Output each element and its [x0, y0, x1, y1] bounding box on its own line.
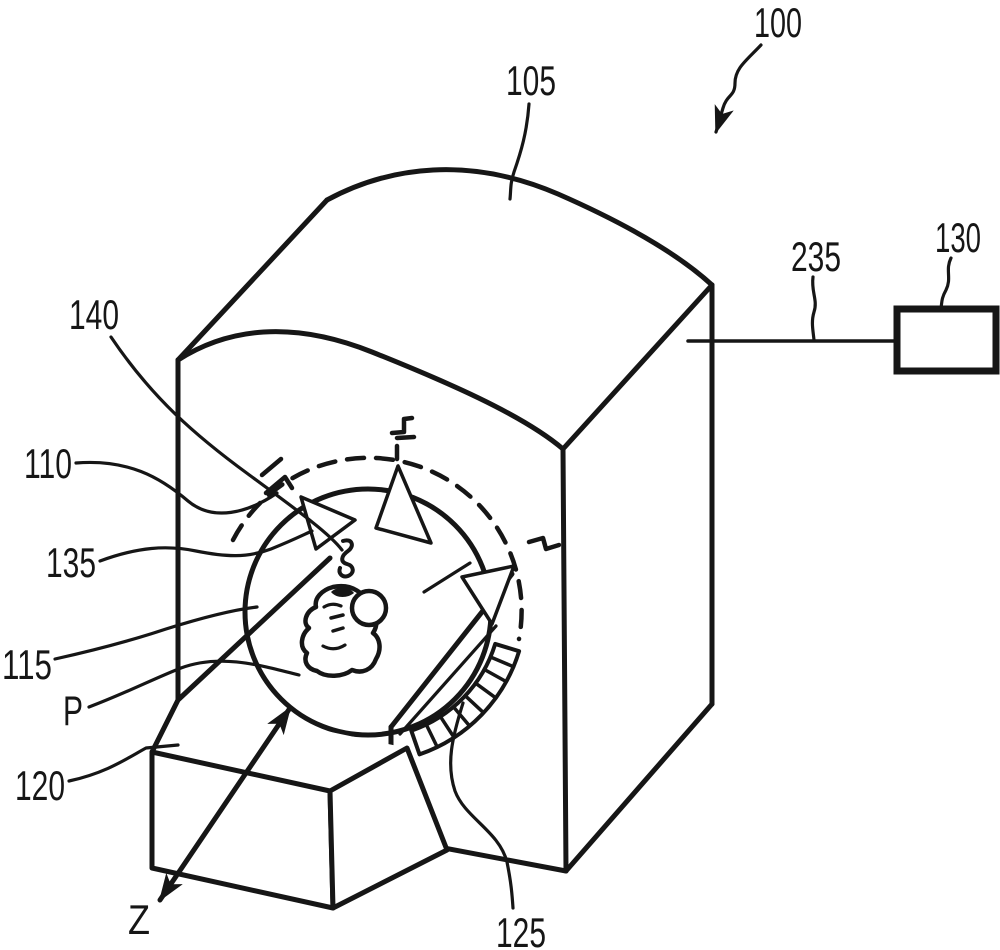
leader-P: [87, 659, 301, 709]
label-110: 110: [24, 440, 72, 487]
table-right-edge-inner: [398, 624, 498, 736]
z-axis-arrow: [157, 705, 293, 903]
gantry-housing: [175, 167, 715, 874]
head-mouth: [321, 643, 347, 651]
label-100: 100: [754, 0, 802, 46]
support-right-face: [327, 745, 450, 911]
reference-labels: 100 105 235 130 140 110 135 115 P 120 12…: [2, 0, 981, 950]
patient-head: [299, 538, 389, 678]
label-135: 135: [46, 539, 96, 586]
gantry-left-slant-edge: [175, 197, 330, 363]
gantry-top-back-edge: [324, 167, 715, 288]
beam-left: [299, 495, 357, 551]
detector-arc: [409, 641, 522, 757]
label-P: P: [63, 687, 83, 734]
gantry-front-right-edge: [560, 446, 569, 874]
head-brow: [322, 602, 343, 609]
table-far-edge-segment: [422, 561, 472, 594]
leader-lines: [53, 43, 953, 910]
beam-left-bg: [301, 497, 355, 549]
detector-band: [409, 641, 522, 757]
leader-130: [939, 256, 953, 310]
label-235: 235: [791, 233, 841, 280]
xray-beams: [299, 464, 516, 626]
source-trajectory-ring: [230, 455, 524, 642]
leader-120: [67, 743, 180, 783]
source-mark-left: [259, 456, 295, 496]
leader-140: [109, 335, 344, 552]
head-ear: [349, 588, 389, 628]
gantry-top-front-edge: [175, 329, 566, 452]
label-125: 125: [496, 909, 546, 950]
target-marker-squiggle: [337, 538, 355, 579]
leader-235: [810, 275, 817, 342]
label-105: 105: [506, 57, 556, 104]
leader-135: [98, 529, 314, 563]
beam-right-bg: [462, 566, 514, 624]
source-position-marks: [259, 415, 562, 552]
label-130: 130: [935, 214, 981, 261]
beam-right: [460, 564, 516, 626]
head-nose: [331, 626, 345, 633]
leader-110: [74, 460, 279, 515]
leader-115: [53, 605, 259, 661]
gantry-bottom-right-edge: [563, 701, 715, 874]
label-115: 115: [2, 641, 52, 688]
control-unit-box: [893, 305, 1000, 375]
detector-segments: [424, 655, 516, 749]
leader-100: [714, 43, 763, 134]
gantry-right-slant-edge: [560, 282, 715, 452]
label-120: 120: [15, 762, 65, 809]
label-140: 140: [69, 291, 119, 338]
beam-top-bg: [376, 466, 431, 543]
leader-105: [508, 102, 531, 201]
head-eye: [329, 613, 345, 620]
source-mark-right: [526, 535, 562, 552]
head-hair: [331, 587, 354, 597]
source-mark-top: [389, 415, 417, 462]
label-Z: Z: [128, 896, 150, 943]
beam-top: [374, 464, 433, 545]
leader-125: [449, 701, 515, 910]
